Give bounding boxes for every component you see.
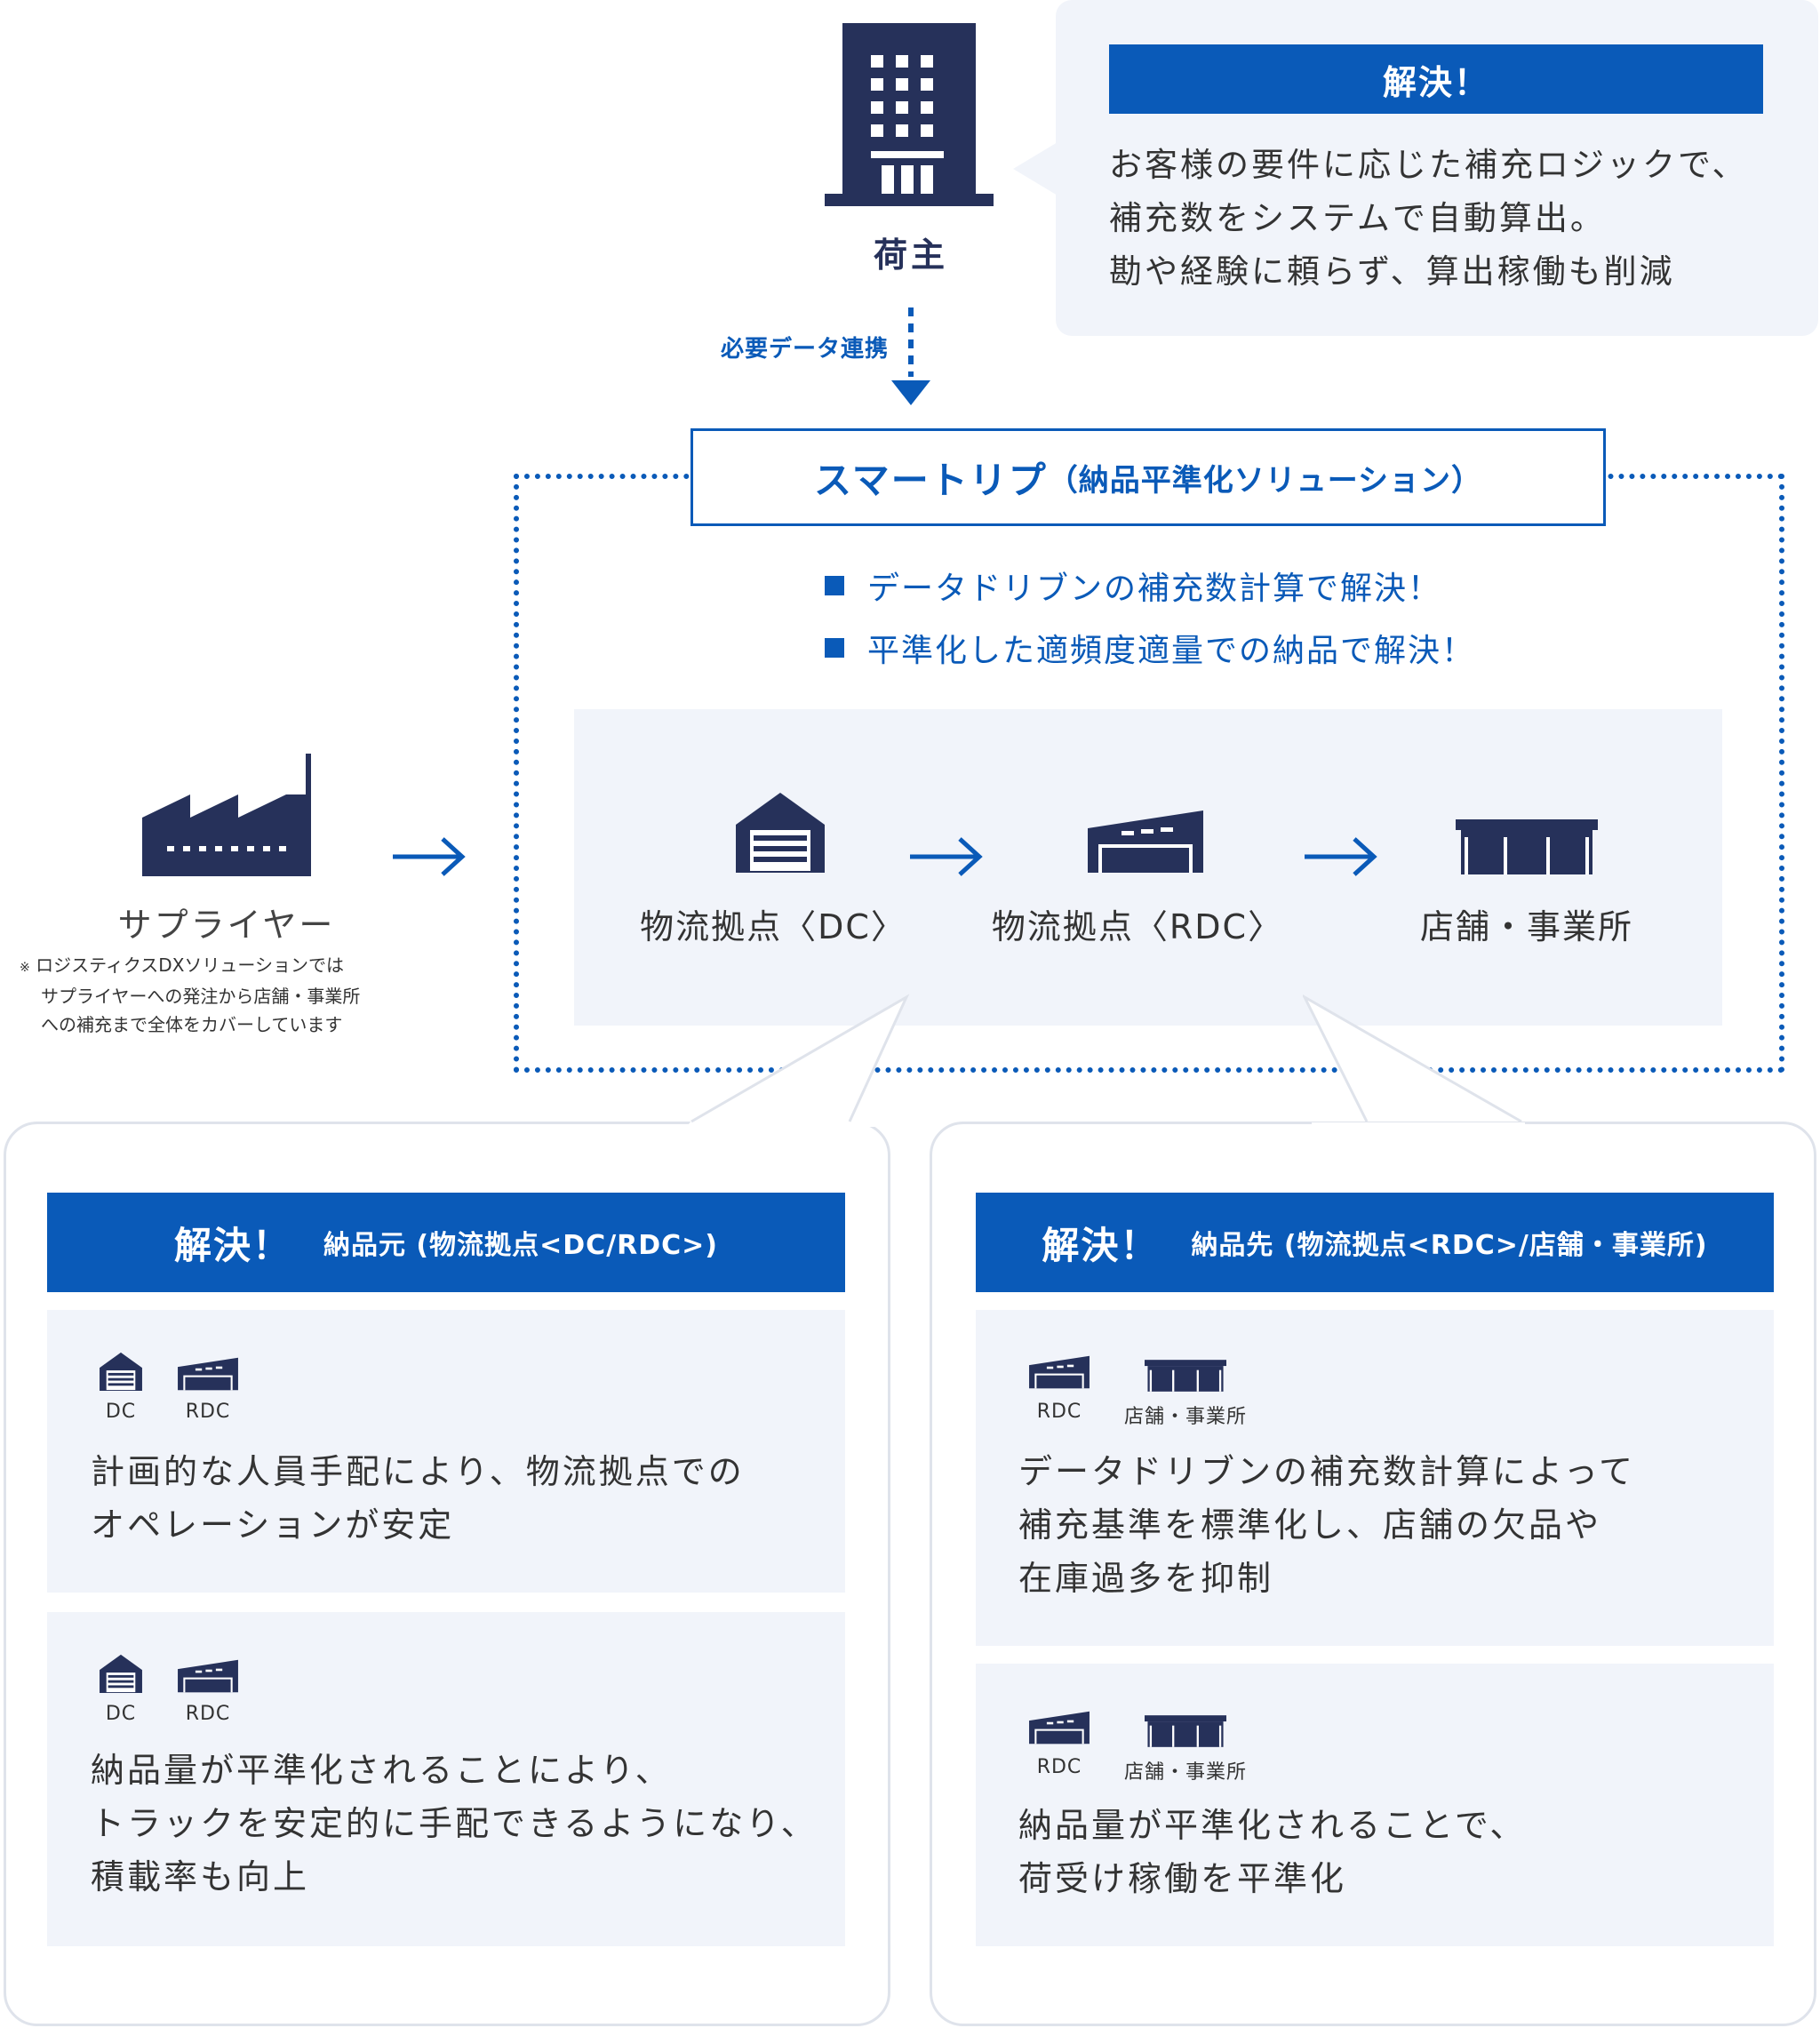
flow-rdc-label: 物流拠点〈RDC〉 [991, 907, 1284, 946]
left-panel-banner: 解決！ 納品元 (物流拠点<DC/RDC>) [47, 1193, 845, 1292]
arrow-right-icon [393, 837, 466, 876]
icon-caption: RDC [185, 1703, 231, 1725]
icon-caption: RDC [1036, 1401, 1082, 1423]
warehouse-rdc-icon [1088, 810, 1203, 873]
solution-title-box: スマートリプ （納品平準化ソリューション） [690, 428, 1606, 526]
arrow-right-icon [910, 837, 983, 876]
solution-title: スマートリプ [813, 458, 1048, 502]
shipper-callout-text: お客様の要件に応じた補充ロジックで、 補充数をシステムで自動算出。 勘や経験に頼… [1109, 146, 1748, 291]
icon-caption: DC [105, 1703, 137, 1725]
solution-subtitle: （納品平準化ソリューション） [1047, 462, 1483, 499]
supplier-note: ※ ロジスティクスDXソリューションでは サプライヤーへの発注から店舗・事業所 … [20, 954, 361, 1035]
warehouse-rdc-icon [178, 1357, 238, 1391]
arrow-right-icon [1305, 837, 1377, 876]
flow-store-label: 店舗・事業所 [1419, 907, 1633, 946]
icon-caption: 店舗・事業所 [1123, 1406, 1247, 1428]
bullet-square-icon [825, 576, 844, 595]
left-card-2 [47, 1612, 845, 1946]
icon-caption: RDC [185, 1401, 231, 1423]
shipper-callout-title: 解決！ [1109, 44, 1763, 114]
warehouse-dc-icon [100, 1654, 142, 1694]
shipper-label: 荷主 [873, 236, 948, 275]
warehouse-rdc-icon [178, 1659, 238, 1693]
icon-caption: 店舗・事業所 [1123, 1761, 1247, 1784]
icon-caption: DC [105, 1401, 137, 1423]
callout-tail [1013, 142, 1058, 196]
right-panel-banner: 解決！ 納品先 (物流拠点<RDC>/店舗・事業所) [976, 1193, 1774, 1292]
solution-bullets: データドリブンの補充数計算で解決！ 平準化した適頻度適量での納品で解決！ [825, 555, 1475, 679]
store-icon [1145, 1360, 1226, 1392]
left-card-2-text: 納品量が平準化されることにより、 トラックを安定的に手配できるようになり、 積載… [91, 1751, 818, 1896]
note-mark: ※ [20, 961, 30, 975]
right-panel-subtitle: 納品先 (物流拠点<RDC>/店舗・事業所) [1191, 1230, 1708, 1261]
warehouse-dc-icon [736, 793, 825, 873]
warehouse-rdc-icon [1029, 1355, 1090, 1389]
right-card-2 [976, 1664, 1774, 1946]
flow-dc-label: 物流拠点〈DC〉 [640, 907, 906, 946]
right-card-1 [976, 1310, 1774, 1646]
left-panel-subtitle: 納品元 (物流拠点<DC/RDC>) [323, 1230, 719, 1261]
right-card-1-text: データドリブンの補充数計算によって 補充基準を標準化し、店舗の欠品や 在庫過多を… [1018, 1452, 1635, 1598]
bullet-item: データドリブンの補充数計算で解決！ [825, 555, 1475, 617]
bullet-square-icon [825, 638, 844, 658]
warehouse-rdc-icon [1029, 1711, 1090, 1745]
store-icon [1456, 819, 1598, 874]
warehouse-dc-icon [100, 1352, 142, 1392]
left-card-1-text: 計画的な人員手配により、物流拠点での オペレーションが安定 [91, 1452, 745, 1545]
building-icon [825, 23, 994, 206]
data-link-label: 必要データ連携 [720, 336, 889, 363]
left-card-1 [47, 1310, 845, 1593]
store-icon [1145, 1715, 1226, 1747]
callout-pointer-left [689, 994, 910, 1127]
data-link-arrow [891, 307, 930, 405]
bullet-item: 平準化した適頻度適量での納品で解決！ [825, 617, 1475, 679]
icon-caption: RDC [1036, 1756, 1082, 1778]
right-card-2-text: 納品量が平準化されることで、 荷受け稼働を平準化 [1018, 1806, 1527, 1898]
callout-pointer-right [1303, 994, 1525, 1127]
supplier-label: サプライヤー [117, 906, 336, 945]
factory-icon [142, 754, 311, 876]
